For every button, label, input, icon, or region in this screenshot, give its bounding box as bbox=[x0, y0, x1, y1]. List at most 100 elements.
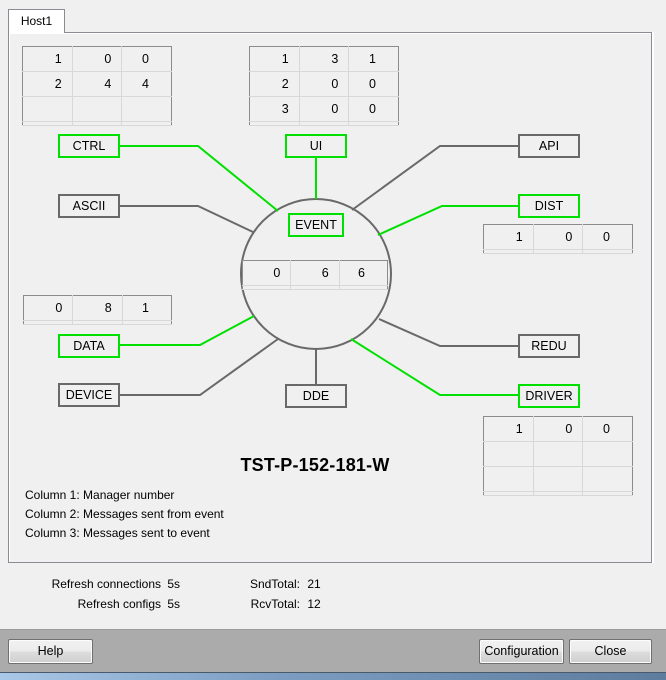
table-cell: 1 bbox=[483, 416, 534, 442]
table-row-partial bbox=[483, 249, 633, 254]
table-cell: 4 bbox=[72, 71, 123, 97]
rcv-total: RcvTotal: 12 bbox=[230, 597, 321, 611]
node-redu[interactable]: REDU bbox=[518, 334, 580, 358]
refresh-configs-label: Refresh configs bbox=[77, 597, 161, 611]
table-cell bbox=[582, 249, 633, 254]
taskbar-strip bbox=[0, 672, 666, 680]
table-cell: 0 bbox=[582, 416, 633, 442]
link-ascii bbox=[120, 205, 254, 233]
node-driver[interactable]: DRIVER bbox=[518, 384, 580, 408]
node-data[interactable]: DATA bbox=[58, 334, 120, 358]
table-cell bbox=[72, 320, 123, 325]
table-cell bbox=[582, 441, 633, 467]
table-cell: 1 bbox=[483, 224, 534, 250]
node-ascii[interactable]: ASCII bbox=[58, 194, 120, 218]
table-cell: 0 bbox=[582, 224, 633, 250]
table-cell: 0 bbox=[299, 96, 350, 122]
table-cell: 4 bbox=[121, 71, 172, 97]
table-cell bbox=[533, 249, 584, 254]
table-cell bbox=[533, 466, 584, 492]
node-dist[interactable]: DIST bbox=[518, 194, 580, 218]
table-cell: 0 bbox=[533, 224, 584, 250]
snd-total-value: 21 bbox=[307, 577, 321, 591]
table-cell: 0 bbox=[23, 295, 74, 321]
table-cell bbox=[72, 121, 123, 126]
table-cell: 0 bbox=[348, 96, 399, 122]
table-cell: 1 bbox=[249, 46, 300, 72]
table-cell bbox=[299, 121, 350, 126]
panel-edge bbox=[652, 32, 654, 563]
table-cell: 6 bbox=[290, 260, 340, 286]
node-device[interactable]: DEVICE bbox=[58, 383, 120, 407]
link-api bbox=[351, 145, 518, 211]
table-cell bbox=[290, 285, 340, 290]
table-cell: 0 bbox=[348, 71, 399, 97]
table-cell: 3 bbox=[249, 96, 300, 122]
table-cell bbox=[582, 466, 633, 492]
table-cell bbox=[483, 491, 534, 496]
table-row bbox=[22, 96, 172, 122]
snd-total-label: SndTotal: bbox=[249, 577, 300, 591]
link-redu bbox=[378, 318, 518, 347]
legend-col1: Column 1: Manager number bbox=[25, 488, 175, 502]
table-cell bbox=[122, 320, 172, 325]
table-cell bbox=[533, 491, 584, 496]
table-row-partial bbox=[23, 320, 172, 325]
table-cell: 8 bbox=[72, 295, 123, 321]
link-ctrl bbox=[120, 145, 279, 212]
table-row-partial bbox=[22, 121, 172, 126]
table-cell: 0 bbox=[299, 71, 350, 97]
refresh-configs-value: 5s bbox=[167, 597, 181, 611]
node-dde[interactable]: DDE bbox=[285, 384, 347, 408]
node-ui[interactable]: UI bbox=[285, 134, 347, 158]
table-row-partial bbox=[242, 285, 388, 290]
table-cell bbox=[582, 491, 633, 496]
host-name: TST-P-152-181-W bbox=[240, 455, 390, 475]
close-button[interactable]: Close bbox=[569, 639, 652, 664]
table-cell: 0 bbox=[121, 46, 172, 72]
table-cell: 0 bbox=[533, 416, 584, 442]
table-cell bbox=[121, 121, 172, 126]
table-cell bbox=[483, 441, 534, 467]
table-cell: 3 bbox=[299, 46, 350, 72]
legend-col3: Column 3: Messages sent to event bbox=[25, 526, 210, 540]
table-cell: 1 bbox=[122, 295, 172, 321]
tab-host1[interactable]: Host1 bbox=[8, 9, 65, 33]
table-cell bbox=[242, 285, 292, 290]
table-row-partial bbox=[483, 491, 633, 496]
table-cell bbox=[23, 320, 74, 325]
table-row bbox=[483, 466, 633, 492]
refresh-connections: Refresh connections 5s bbox=[20, 577, 180, 591]
node-api[interactable]: API bbox=[518, 134, 580, 158]
button-bar: Help Configuration Close bbox=[0, 629, 666, 672]
link-dist bbox=[377, 205, 518, 236]
table-cell bbox=[483, 466, 534, 492]
table-cell bbox=[339, 285, 388, 290]
configuration-button[interactable]: Configuration bbox=[479, 639, 564, 664]
rcv-total-value: 12 bbox=[307, 597, 321, 611]
node-ctrl[interactable]: CTRL bbox=[58, 134, 120, 158]
table-cell: 0 bbox=[242, 260, 292, 286]
table-cell bbox=[348, 121, 399, 126]
table-cell bbox=[533, 441, 584, 467]
table-cell bbox=[22, 96, 73, 122]
refresh-connections-label: Refresh connections bbox=[51, 577, 161, 591]
table-cell bbox=[249, 121, 300, 126]
table-cell: 1 bbox=[348, 46, 399, 72]
help-button[interactable]: Help bbox=[8, 639, 93, 664]
node-event[interactable]: EVENT bbox=[288, 213, 344, 237]
table-cell: 2 bbox=[249, 71, 300, 97]
